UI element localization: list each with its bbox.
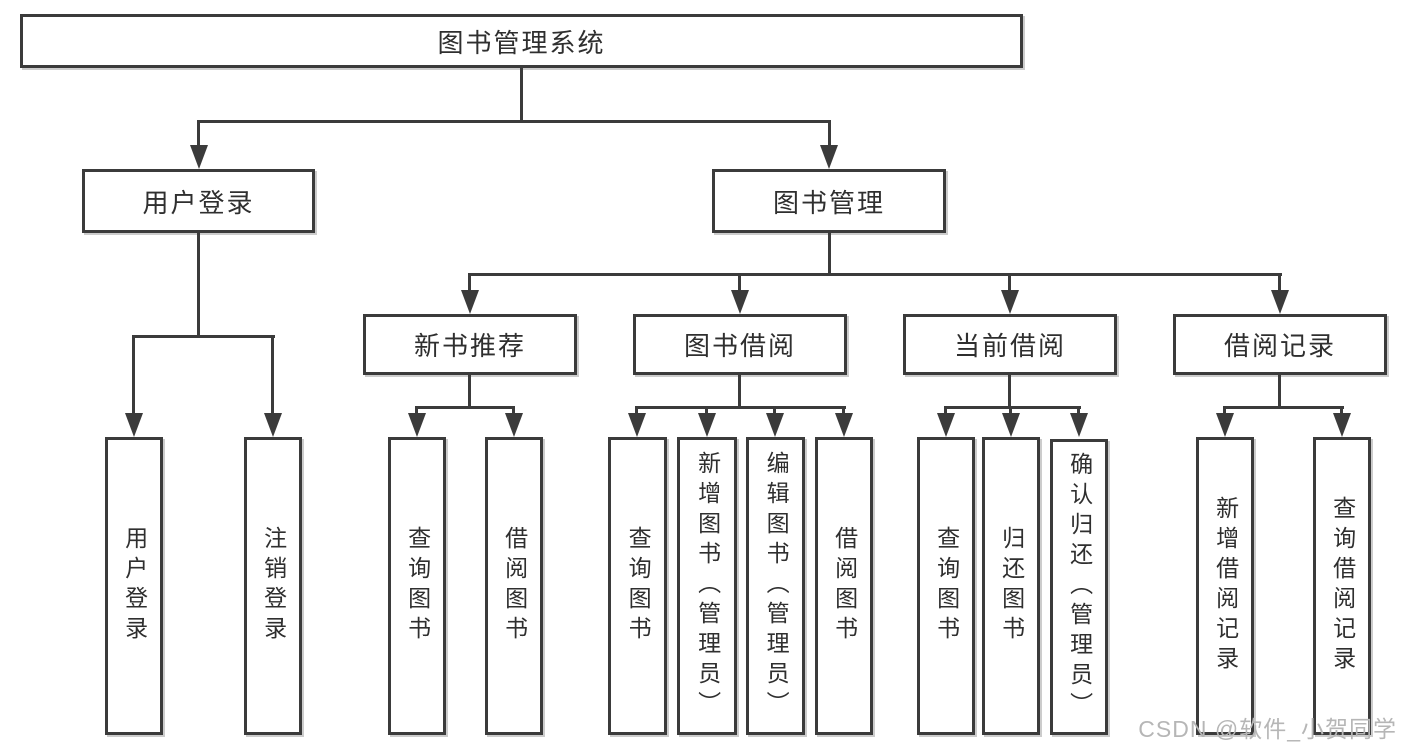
node-user-login: 用户登录	[82, 169, 315, 233]
arrowhead-down-icon	[505, 413, 523, 437]
leaf-query-book-recommend-label: 查询图书	[404, 526, 431, 646]
connector-leaf-stem	[944, 406, 947, 414]
connector-group-branch	[415, 406, 515, 409]
arrowhead-down-icon	[1070, 413, 1088, 437]
leaf-query-book-borrow-label: 查询图书	[625, 526, 652, 646]
connector-leaf-stem	[512, 406, 515, 414]
connector-user-login-stub	[197, 233, 200, 335]
node-book-borrow: 图书借阅	[633, 314, 847, 375]
leaf-query-book-borrow: 查询图书	[608, 437, 667, 735]
leaf-confirm-return-admin: 确认归还（管理员）	[1050, 439, 1108, 735]
node-book-borrow-label: 图书借阅	[683, 331, 796, 361]
connector-user-login-stem	[197, 120, 200, 146]
leaf-add-book-admin: 新增图书（管理员）	[677, 437, 737, 735]
connector-leaf-stem	[271, 335, 274, 415]
connector-group-branch	[1223, 406, 1344, 409]
leaf-query-borrow-record-label: 查询借阅记录	[1329, 496, 1356, 676]
arrowhead-down-icon	[628, 413, 646, 437]
connector-root-stub	[520, 68, 523, 120]
leaf-query-book-current: 查询图书	[917, 437, 975, 735]
connector-group-stub	[1008, 375, 1011, 406]
arrowhead-down-icon	[125, 413, 143, 437]
node-borrow-records-label: 借阅记录	[1223, 331, 1336, 361]
node-borrow-records: 借阅记录	[1173, 314, 1387, 375]
connector-level3-stem	[738, 273, 741, 292]
node-book-mgmt: 图书管理	[712, 169, 946, 233]
leaf-logout-login: 注销登录	[244, 437, 302, 735]
leaf-borrow-book: 借阅图书	[815, 437, 873, 735]
arrowhead-down-icon	[766, 413, 784, 437]
leaf-query-book-recommend: 查询图书	[388, 437, 446, 735]
leaf-borrow-book-label: 借阅图书	[831, 526, 858, 646]
connector-level3-branch	[468, 273, 1282, 276]
connector-level3-stem	[468, 273, 471, 292]
arrowhead-down-icon	[1271, 290, 1289, 314]
connector-level3-stem	[1008, 273, 1011, 292]
arrowhead-down-icon	[408, 413, 426, 437]
connector-level3-stem	[1278, 273, 1281, 292]
connector-leaf-stem	[415, 406, 418, 414]
leaf-add-borrow-record-label: 新增借阅记录	[1212, 496, 1239, 676]
node-new-book-recommend-label: 新书推荐	[413, 331, 526, 361]
arrowhead-down-icon	[835, 413, 853, 437]
leaf-confirm-return-admin-label: 确认归还（管理员）	[1066, 452, 1093, 722]
arrowhead-down-icon	[937, 413, 955, 437]
connector-leaf-stem	[1009, 406, 1012, 414]
connector-group-branch	[944, 406, 1081, 409]
node-root-label: 图书管理系统	[437, 27, 606, 58]
connector-group-stub	[738, 375, 741, 406]
leaf-add-book-admin-label: 新增图书（管理员）	[694, 451, 721, 721]
connector-group-branch	[636, 406, 846, 409]
connector-book-mgmt-stem	[828, 120, 831, 146]
node-root: 图书管理系统	[20, 14, 1023, 68]
arrowhead-down-icon	[1333, 413, 1351, 437]
leaf-borrow-book-recommend: 借阅图书	[485, 437, 543, 735]
connector-level2-branch	[197, 120, 831, 123]
csdn-watermark: CSDN @软件_小贺同学	[1138, 716, 1397, 742]
leaf-return-book: 归还图书	[982, 437, 1040, 735]
leaf-query-book-current-label: 查询图书	[933, 526, 960, 646]
leaf-logout-login-label: 注销登录	[260, 526, 287, 646]
connector-group-stub	[468, 375, 471, 406]
arrowhead-down-icon	[1001, 290, 1019, 314]
arrowhead-down-icon	[461, 290, 479, 314]
connector-leaf-stem	[773, 406, 776, 414]
connector-user-login-branch	[132, 335, 275, 338]
connector-leaf-stem	[1340, 406, 1343, 414]
node-user-login-label: 用户登录	[142, 187, 255, 218]
arrowhead-down-icon	[264, 413, 282, 437]
leaf-query-borrow-record: 查询借阅记录	[1313, 437, 1371, 735]
arrowhead-down-icon	[190, 145, 208, 169]
connector-leaf-stem	[635, 406, 638, 414]
arrowhead-down-icon	[820, 145, 838, 169]
leaf-user-login: 用户登录	[105, 437, 163, 735]
arrowhead-down-icon	[1216, 413, 1234, 437]
leaf-add-borrow-record: 新增借阅记录	[1196, 437, 1254, 735]
arrowhead-down-icon	[731, 290, 749, 314]
arrowhead-down-icon	[698, 413, 716, 437]
leaf-user-login-label: 用户登录	[121, 526, 148, 646]
leaf-return-book-label: 归还图书	[998, 526, 1025, 646]
connector-leaf-stem	[842, 406, 845, 414]
connector-book-mgmt-stub	[828, 233, 831, 273]
leaf-edit-book-admin-label: 编辑图书（管理员）	[763, 451, 790, 721]
connector-leaf-stem	[705, 406, 708, 414]
node-current-borrow: 当前借阅	[903, 314, 1117, 375]
connector-leaf-stem	[1077, 406, 1080, 414]
node-current-borrow-label: 当前借阅	[953, 331, 1066, 361]
leaf-borrow-book-recommend-label: 借阅图书	[501, 526, 528, 646]
connector-leaf-stem	[1223, 406, 1226, 414]
connector-group-stub	[1278, 375, 1281, 406]
connector-leaf-stem	[132, 335, 135, 415]
arrowhead-down-icon	[1002, 413, 1020, 437]
leaf-edit-book-admin: 编辑图书（管理员）	[746, 437, 805, 735]
node-new-book-recommend: 新书推荐	[363, 314, 577, 375]
node-book-mgmt-label: 图书管理	[772, 187, 885, 218]
